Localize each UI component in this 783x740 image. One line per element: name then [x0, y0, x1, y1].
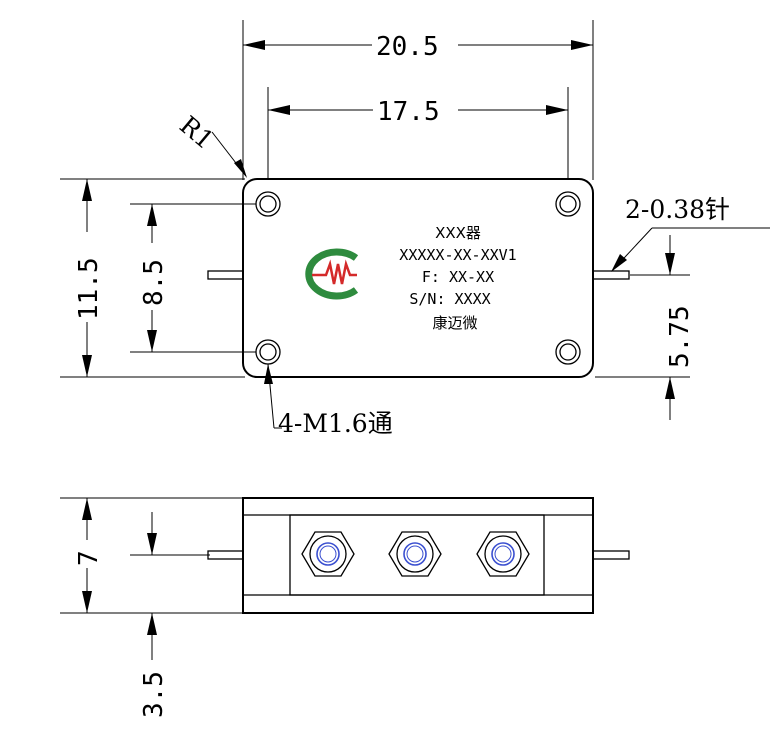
arrow-icon [82, 591, 92, 613]
logo-arc-icon [305, 248, 359, 300]
connector-hex [388, 531, 442, 577]
sma-connector-icon [388, 531, 442, 577]
filter-body-side [242, 497, 594, 614]
arrow-icon [147, 330, 157, 352]
connector-core-inner [319, 545, 337, 563]
connector-core [316, 542, 340, 566]
connector-ring [396, 535, 434, 573]
arrow-icon [147, 533, 157, 555]
connector-ring [309, 535, 347, 573]
mounting-hole [555, 191, 581, 217]
dim-side-height: 7 [74, 550, 104, 566]
arrow-icon [546, 105, 568, 115]
filter-body-top [242, 178, 594, 378]
side-pin-left [207, 550, 245, 560]
arrow-icon [82, 179, 92, 201]
mounting-hole-inner [259, 343, 277, 361]
connector-core [491, 542, 515, 566]
kangmaiwei-logo-icon [305, 248, 359, 300]
connector-ring [484, 535, 522, 573]
arrow-icon [234, 159, 247, 178]
top-view: 20.5 17.5 R1 [60, 20, 770, 438]
arrow-icon [611, 254, 627, 272]
arrow-icon [82, 355, 92, 377]
dim-hole-spacing-x: 17.5 [377, 97, 440, 127]
plate-maker: 康迈微 [432, 314, 477, 332]
arrow-icon [571, 40, 593, 50]
arrow-icon [268, 105, 290, 115]
arrow-icon [147, 613, 157, 635]
dim-pin-offset: 5.75 [665, 305, 695, 368]
dim-side-pin-height: 3.5 [139, 671, 169, 718]
pin-right [592, 270, 630, 280]
arrow-icon [243, 40, 265, 50]
connector-hex [476, 531, 530, 577]
callout-pins: 2-0.38针 [625, 195, 730, 224]
mounting-hole-inner [259, 195, 277, 213]
side-view: 7 3.5 [60, 497, 630, 718]
dim-overall-width: 20.5 [376, 32, 439, 62]
arrow-icon [665, 253, 675, 275]
plate-model: XXXXX-XX-XXV1 [399, 246, 516, 264]
plate-serial: S/N: XXXX [409, 290, 490, 308]
mounting-holes [255, 191, 581, 365]
side-pin-right [592, 550, 630, 560]
mounting-hole [555, 339, 581, 365]
connector-hex [301, 531, 355, 577]
connector-core [403, 542, 427, 566]
mounting-hole-inner [559, 343, 577, 361]
arrow-icon [82, 498, 92, 520]
arrow-icon [264, 364, 273, 384]
dim-corner-radius: R1 [174, 110, 219, 155]
connector-core-inner [406, 545, 424, 563]
sma-connector-icon [301, 531, 355, 577]
arrow-icon [147, 204, 157, 226]
arrow-icon [665, 377, 675, 399]
logo-wave-icon [312, 259, 357, 285]
pin-left [207, 270, 245, 280]
dim-overall-height: 11.5 [74, 257, 104, 320]
side-recess [289, 514, 545, 596]
dim-hole-spacing-y: 8.5 [139, 259, 169, 306]
mounting-hole-inner [559, 195, 577, 213]
sma-connector-icon [476, 531, 530, 577]
connector-core-inner [494, 545, 512, 563]
callout-holes: 4-M1.6通 [278, 409, 393, 438]
plate-frequency: F: XX-XX [422, 268, 494, 286]
plate-product: XXX器 [435, 224, 481, 242]
